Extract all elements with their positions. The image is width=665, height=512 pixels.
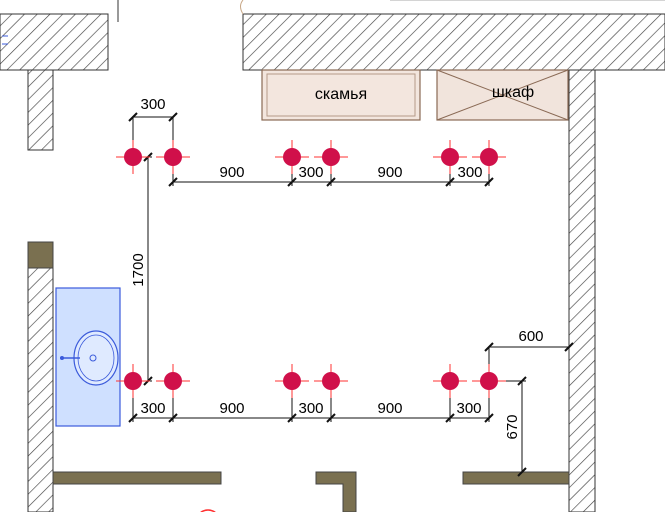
partition-bottom-middle [315, 471, 357, 512]
light-fixture [156, 140, 190, 174]
dim-bottom-spacing-c: 300 [456, 400, 481, 417]
dim-right-vertical: 670 [504, 414, 521, 439]
light-fixture-partial [200, 509, 216, 512]
dimension-tick [517, 467, 527, 477]
dim-top-gap-1: 900 [219, 164, 244, 181]
partition-bottom-right [462, 471, 570, 485]
light-fixture [433, 364, 467, 398]
light-fixture [472, 364, 506, 398]
partition-left-stub [27, 241, 54, 269]
light-fixture [433, 140, 467, 174]
light-fixture [314, 364, 348, 398]
dim-bottom-gap-2: 900 [377, 400, 402, 417]
light-fixture [116, 140, 150, 174]
light-fixture [472, 140, 506, 174]
dim-top-spacing-b: 300 [298, 164, 323, 181]
dim-bottom-spacing-b: 300 [298, 400, 323, 417]
light-fixture [275, 140, 309, 174]
wardrobe: шкаф [436, 69, 569, 121]
dim-top-spacing-c: 300 [457, 164, 482, 181]
dimension-lines [128, 112, 574, 477]
wall-top-left-block [0, 13, 109, 71]
dim-top-spacing-a: 300 [140, 96, 165, 113]
light-fixture [156, 364, 190, 398]
light-fixture [116, 364, 150, 398]
dim-top-gap-2: 900 [377, 164, 402, 181]
dimension-labels: 300 900 300 900 300 1700 600 300 900 300… [130, 96, 544, 440]
light-fixtures [116, 140, 506, 512]
wall-left-lower [27, 267, 54, 512]
wall-left-upper [27, 69, 54, 151]
bench: скамья [261, 69, 421, 121]
partitions [27, 241, 570, 512]
light-fixture [314, 140, 348, 174]
light-fixture [275, 364, 309, 398]
dim-right-offset: 600 [518, 328, 543, 345]
dimension-tick [564, 342, 574, 352]
wardrobe-label: шкаф [492, 84, 534, 101]
sink [55, 287, 121, 427]
dim-bottom-spacing-a: 300 [140, 400, 165, 417]
wall-top-right [242, 13, 665, 71]
partition-bottom-left [52, 471, 222, 485]
wall-right [568, 69, 596, 512]
dim-bottom-gap-1: 900 [219, 400, 244, 417]
bench-label: скамья [315, 86, 367, 103]
dim-vertical-span: 1700 [130, 253, 147, 286]
